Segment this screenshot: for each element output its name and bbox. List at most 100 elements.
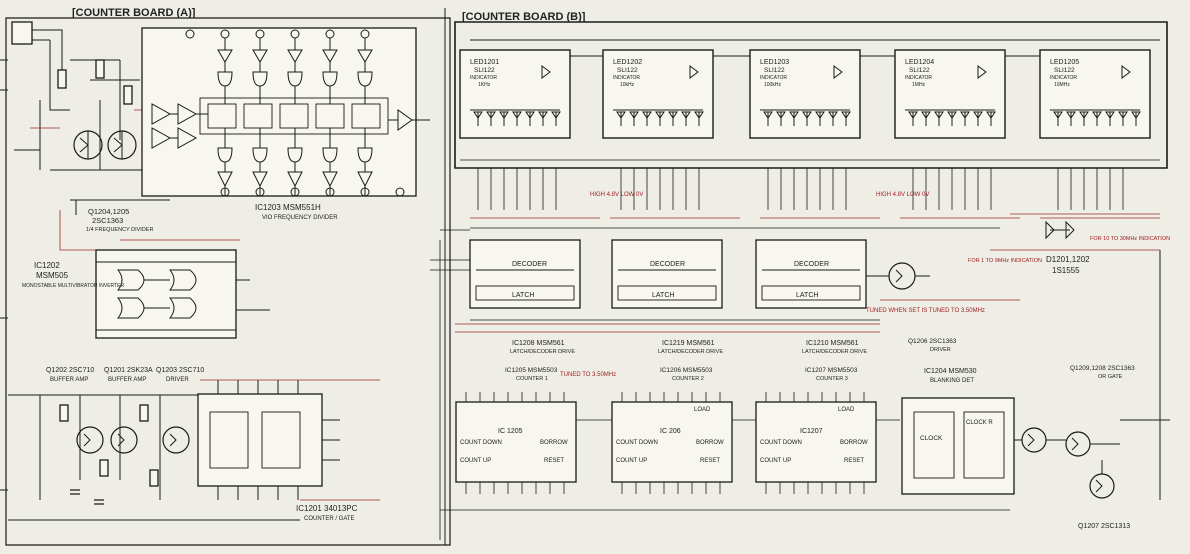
note-for-10-30: FOR 10 TO 30MHz INDICATION — [1090, 236, 1170, 242]
ic1204-clock-r: CLOCK R — [966, 420, 993, 426]
latch-2-label: LATCH — [652, 292, 674, 299]
ic1204-ref: IC1204 MSM530 — [924, 368, 977, 375]
counter-3-chip: IC1207 — [800, 428, 823, 435]
decoder-1-label: DECODER — [512, 261, 547, 268]
led1205-desc: INDICATOR — [1050, 75, 1077, 81]
led1202 — [602, 49, 714, 139]
q1202-ref: Q1202 2SC710 — [46, 367, 94, 374]
q1203-ref: Q1203 2SC710 — [156, 367, 204, 374]
right-transistors — [866, 213, 1170, 500]
counter-3-load: LOAD — [838, 407, 855, 413]
counter-1-desc: COUNTER 1 — [516, 376, 548, 382]
note-tuned-350: TUNED TO 3.50MHz — [560, 372, 616, 378]
ic1202-part: MSM505 — [36, 271, 69, 280]
ic1203-desc: VIO FREQUENCY DIVIDER — [262, 215, 338, 221]
led1203-part: SLI122 — [764, 67, 785, 74]
q1207-ref: Q1207 2SC1313 — [1078, 523, 1130, 530]
counter-2 — [611, 401, 733, 483]
ic1201-ref: IC1201 34013PC — [296, 504, 358, 513]
board-frames — [0, 8, 1168, 546]
counter-2-reset: RESET — [700, 458, 720, 464]
led-indicators — [459, 39, 1160, 139]
bus-lines — [430, 227, 1000, 540]
buffer-stage — [8, 394, 300, 521]
ic1204-clock: CLOCK — [920, 435, 943, 442]
counter-3-count-up: COUNT UP — [760, 458, 791, 464]
ic1202-desc: MONOSTABLE MULTIVIBRATOR INVERTER — [22, 283, 124, 289]
latch-1-label: LATCH — [512, 292, 534, 299]
counter-3-ref: IC1207 MSM5503 — [805, 367, 858, 374]
decoder-latch-2 — [611, 239, 723, 309]
ic1210-ref: IC1210 MSM561 — [806, 340, 859, 347]
ic1208-desc: LATCH/DECODER DRIVE — [510, 349, 575, 355]
counter-1-borrow: BORROW — [540, 440, 568, 446]
led1201-ref: LED1201 — [470, 59, 499, 66]
led1204-ref: LED1204 — [905, 59, 934, 66]
counter-1-count-down: COUNT DOWN — [460, 440, 502, 446]
ic1204-blanking — [901, 397, 1015, 495]
q1209-ref: Q1209,1208 2SC1363 — [1070, 365, 1135, 372]
counter-1-ref: IC1205 MSM5503 — [505, 367, 558, 374]
ic1201-desc: COUNTER / GATE — [304, 516, 355, 522]
decoder-latch-3 — [755, 239, 867, 309]
d1201-ref: D1201,1202 — [1046, 255, 1090, 264]
ic1219-desc: LATCH/DECODER DRIVE — [658, 349, 723, 355]
decoder-2-label: DECODER — [650, 261, 685, 268]
ic1219-ref: IC1219 MSM561 — [662, 340, 715, 347]
led1202-desc: INDICATOR — [613, 75, 640, 81]
led1205 — [1039, 49, 1151, 139]
led1202-ref: LED1202 — [613, 59, 642, 66]
input-connector — [11, 21, 33, 45]
q1209-desc: OR GATE — [1098, 374, 1123, 380]
led1203-unit: 100kHz — [764, 82, 781, 88]
ic1203-ref: IC1203 MSM551H — [255, 203, 321, 212]
counter-2-count-down: COUNT DOWN — [616, 440, 658, 446]
q1206-desc: DRIVER — [930, 347, 951, 353]
q1204-desc: 1/4 FREQUENCY DIVIDER — [86, 227, 153, 233]
counter-2-count-up: COUNT UP — [616, 458, 647, 464]
led1204-desc: INDICATOR — [905, 75, 932, 81]
led1204 — [894, 49, 1006, 139]
q1201-ref: Q1201 2SK23A — [104, 367, 153, 374]
q1203-desc: DRIVER — [166, 377, 189, 383]
q1202-desc: BUFFER AMP — [50, 377, 88, 383]
led1202-part: SLI122 — [617, 67, 638, 74]
segment-resistors — [470, 168, 1160, 219]
led1203-ref: LED1203 — [760, 59, 789, 66]
q1204-ref: Q1204,1205 — [88, 207, 129, 216]
counter-3-count-down: COUNT DOWN — [760, 440, 802, 446]
input-stage — [11, 21, 170, 215]
counter-1-reset: RESET — [544, 458, 564, 464]
counter-1-count-up: COUNT UP — [460, 458, 491, 464]
led1203-desc: INDICATOR — [760, 75, 787, 81]
led1201-unit: 1KHz — [478, 82, 491, 88]
led1204-unit: 1MHz — [912, 82, 926, 88]
counter-3-borrow: BORROW — [840, 440, 868, 446]
counter-3 — [755, 401, 877, 483]
decoder-latch-1 — [469, 239, 581, 309]
led1204-part: SLI122 — [909, 67, 930, 74]
led1205-unit: 10MHz — [1054, 82, 1070, 88]
counter-2-borrow: BORROW — [696, 440, 724, 446]
q1204-part: 2SC1363 — [92, 216, 123, 225]
ic1208-ref: IC1208 MSM561 — [512, 340, 565, 347]
board-a-title: [COUNTER BOARD (A)] — [72, 7, 196, 19]
led1202-unit: 10kHz — [620, 82, 635, 88]
d1201-part: 1S1555 — [1052, 266, 1080, 275]
ic1202-ref: IC1202 — [34, 261, 60, 270]
note-high-low-2: HIGH 4.8V LOW 0V — [876, 192, 929, 198]
led1201-part: SLI122 — [474, 67, 495, 74]
counter-2-desc: COUNTER 2 — [672, 376, 704, 382]
ic1203-divider — [141, 27, 430, 197]
note-for-1-9: FOR 1 TO 9MHz INDICATION — [968, 258, 1042, 264]
counter-3-desc: COUNTER 3 — [816, 376, 848, 382]
counter-pins — [440, 392, 1010, 511]
counter-3-reset: RESET — [844, 458, 864, 464]
q1206-ref: Q1206 2SC1363 — [908, 338, 957, 345]
counter-1-chip: IC 1205 — [498, 428, 523, 435]
counter-2-chip: IC 206 — [660, 428, 681, 435]
note-high-low-1: HIGH 4.8V LOW 0V — [590, 192, 643, 198]
led1201-desc: INDICATOR — [470, 75, 497, 81]
q1201-desc: BUFFER AMP — [108, 377, 146, 383]
counter-2-ref: IC1206 MSM5503 — [660, 367, 713, 374]
